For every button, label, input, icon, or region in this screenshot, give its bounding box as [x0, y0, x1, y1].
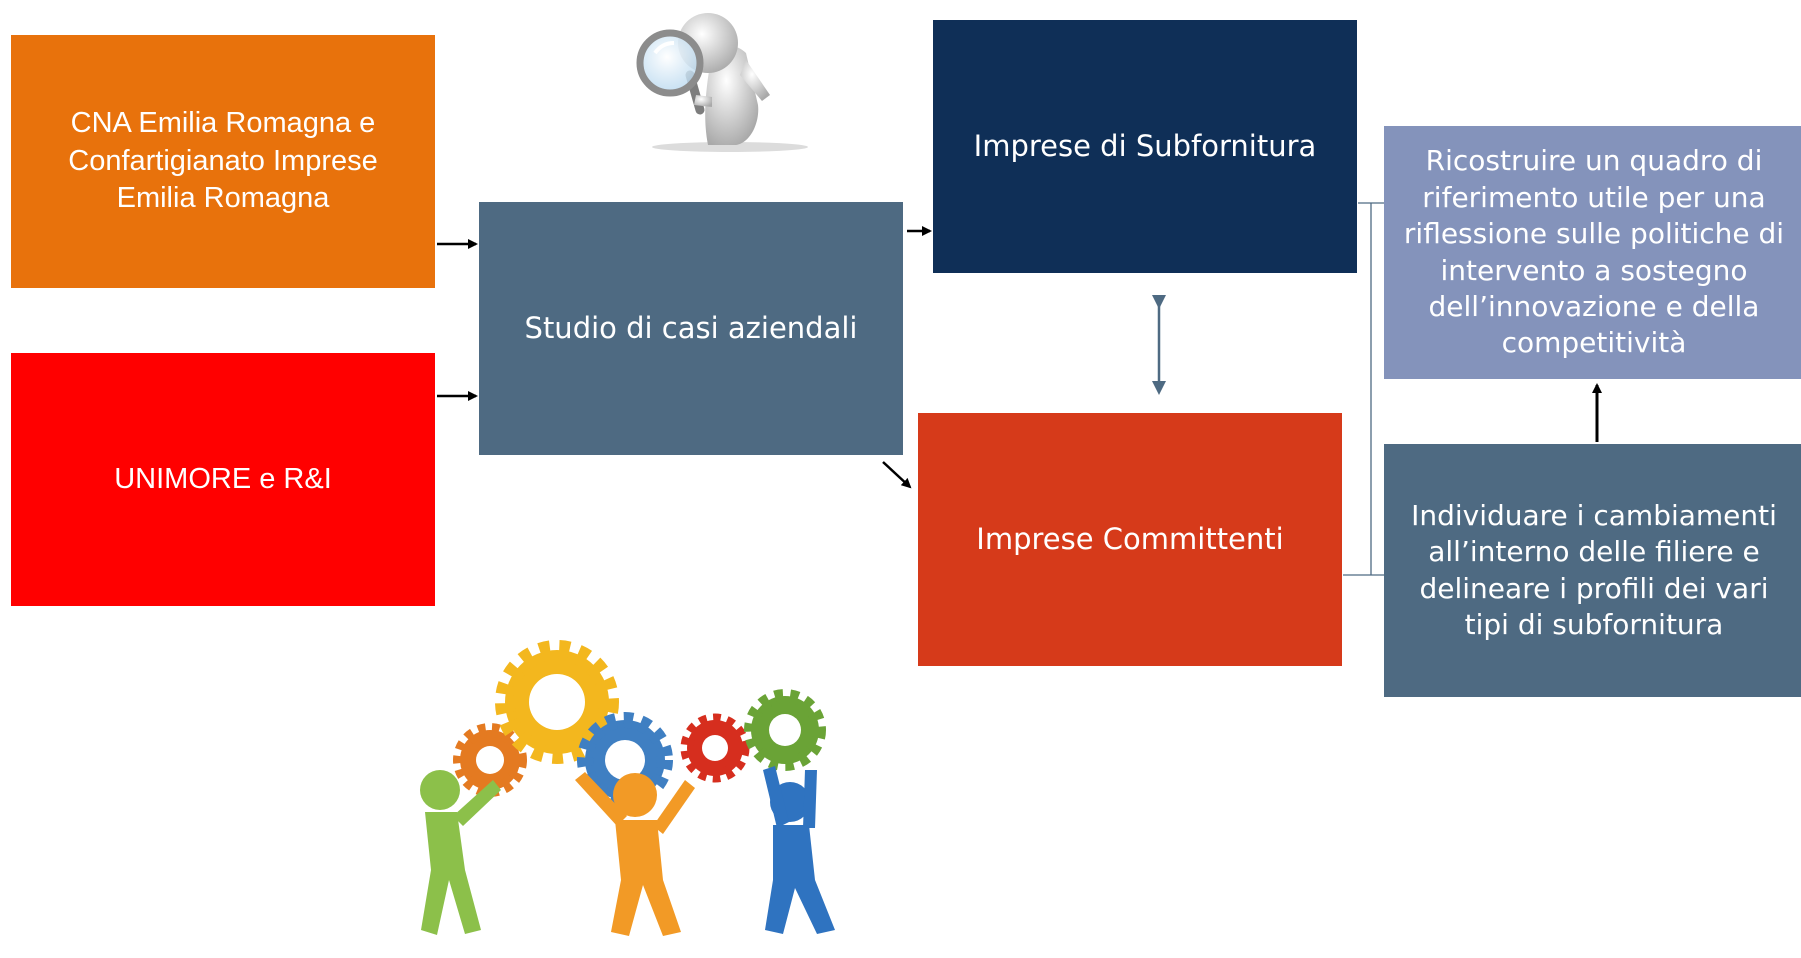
gear-red: [680, 713, 750, 783]
box-unimore: UNIMORE e R&I: [11, 353, 435, 606]
gear-green: [744, 689, 826, 771]
box-cna-label: CNA Emilia Romagna e Confartigianato Imp…: [68, 106, 378, 215]
gears-teamwork-icon: [420, 640, 835, 936]
gear-orange-small: [453, 723, 527, 797]
box-ricostruire: Ricostruire un quadro di riferimento uti…: [1384, 126, 1801, 379]
person-orange: [575, 772, 695, 936]
box-studio-label: Studio di casi aziendali: [524, 310, 858, 345]
box-individuare-label: Individuare i cambiamenti all’interno de…: [1411, 498, 1777, 641]
box-individuare: Individuare i cambiamenti all’interno de…: [1384, 444, 1801, 697]
arrow-studio-to-committenti: [882, 461, 912, 489]
magnifier-figure-icon: [636, 13, 808, 152]
box-imprese-subfornitura: Imprese di Subfornitura: [933, 20, 1357, 273]
box-cna-confartigianato: CNA Emilia Romagna e Confartigianato Imp…: [11, 35, 435, 288]
box-imprese-committenti: Imprese Committenti: [918, 413, 1342, 666]
box-subfornitura-label: Imprese di Subfornitura: [973, 128, 1317, 163]
box-committenti-label: Imprese Committenti: [976, 521, 1284, 556]
bracket: [1343, 202, 1384, 576]
box-unimore-label: UNIMORE e R&I: [114, 462, 332, 495]
box-studio-casi: Studio di casi aziendali: [479, 202, 903, 455]
person-green: [420, 770, 501, 935]
person-blue: [763, 766, 835, 934]
gear-yellow-large: [495, 640, 619, 764]
box-ricostruire-label: Ricostruire un quadro di riferimento uti…: [1403, 144, 1785, 360]
